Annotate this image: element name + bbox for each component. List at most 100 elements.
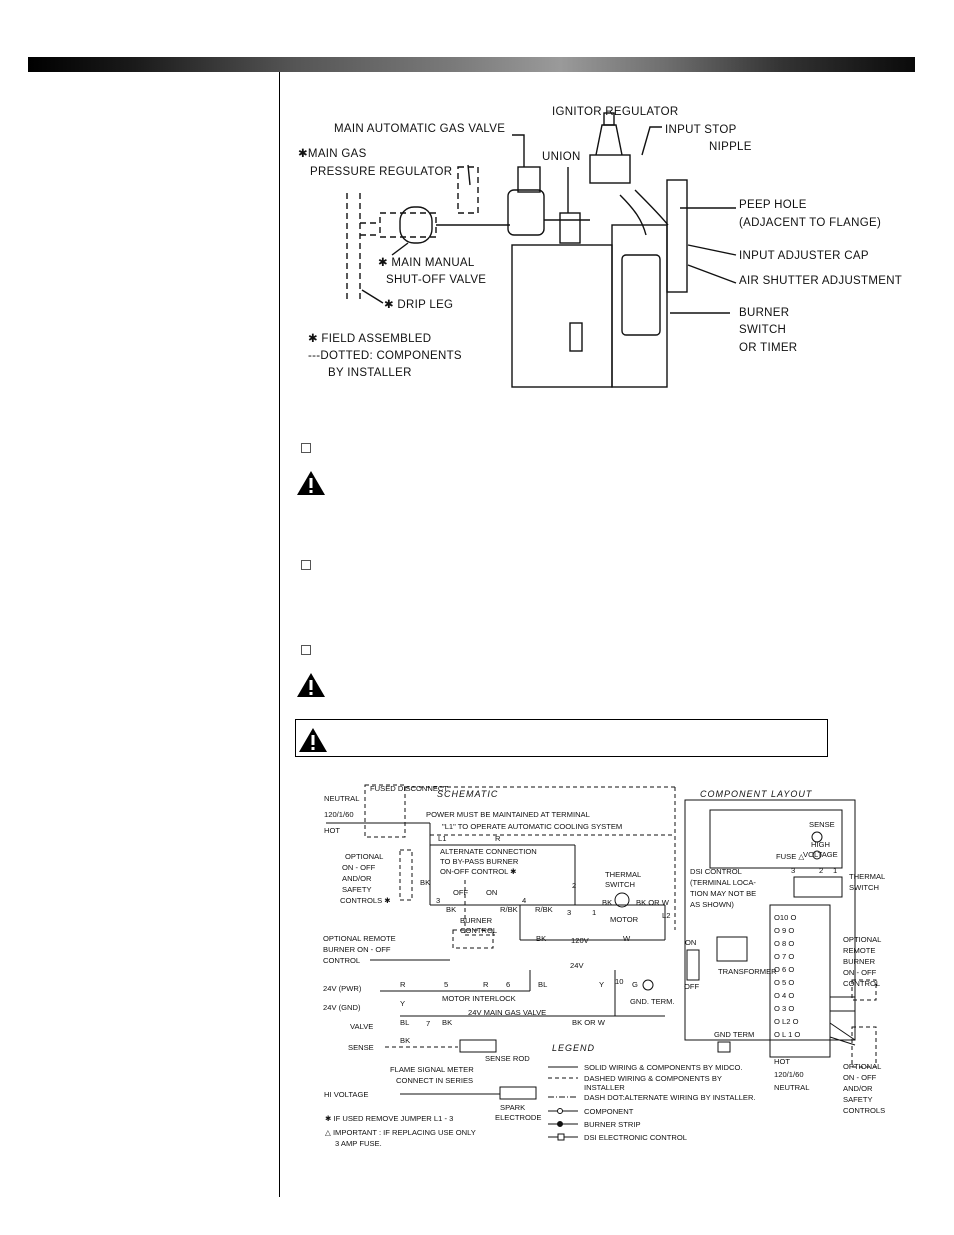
text-alt-3: ON-OFF CONTROL ✱ [440, 867, 517, 876]
burner-housing [511, 244, 613, 388]
label-peep-hole: PEEP HOLE [739, 199, 807, 211]
text-rem-4: ON - OFF [843, 968, 877, 977]
text-24v: 24V [570, 961, 584, 970]
label-peep-hole-note: (ADJACENT TO FLANGE) [739, 217, 881, 229]
warning-icon [297, 471, 325, 495]
label-union: UNION [542, 151, 581, 163]
warning-icon [299, 728, 327, 752]
label-main-manual: ✱ MAIN MANUAL [378, 257, 475, 269]
label-air-shutter-adjustment: AIR SHUTTER ADJUSTMENT [739, 275, 902, 287]
text-bk5: BK [400, 1036, 410, 1045]
label-switch: SWITCH [739, 324, 786, 336]
legend-dsi: DSI ELECTRONIC CONTROL [584, 1133, 687, 1142]
text-sense-rod: SENSE ROD [485, 1054, 530, 1063]
text-bk-v: BK [420, 878, 430, 887]
terminal-label: O 5 O [774, 978, 794, 987]
text-dsi-3: TION MAY NOT BE [690, 889, 756, 898]
text-rem-2: REMOTE [843, 946, 876, 955]
text-opt-4: SAFETY [342, 885, 372, 894]
text-spark-2: ELECTRODE [495, 1113, 541, 1122]
text-neutral: NEUTRAL [324, 794, 359, 803]
legend-dashed-2: INSTALLER [584, 1083, 625, 1092]
label-dotted-components: ---DOTTED: COMPONENTS [308, 350, 462, 362]
component-layout-title: COMPONENT LAYOUT [700, 789, 813, 799]
legend-component: COMPONENT [584, 1107, 634, 1116]
text-t4: 4 [522, 896, 526, 905]
burner-cabinet [611, 224, 668, 388]
text-r2: R [400, 980, 406, 989]
text-layout-thermal-1: THERMAL [849, 872, 885, 881]
text-l1: L1 [438, 834, 446, 843]
schematic-title: SCHEMATIC [437, 789, 498, 799]
text-t7: 7 [426, 1019, 430, 1028]
text-bk4: BK [442, 1018, 452, 1027]
text-note-1: ✱ IF USED REMOVE JUMPER L1 - 3 [325, 1114, 453, 1123]
text-power-note-1: POWER MUST BE MAINTAINED AT TERMINAL [426, 810, 590, 819]
text-t6: 6 [506, 980, 510, 989]
text-opt-2: ON - OFF [342, 863, 376, 872]
terminal-label: O 6 O [774, 965, 794, 974]
checkbox-3[interactable] [301, 645, 311, 655]
terminal-label: O L 1 O [774, 1030, 800, 1039]
text-t1: 1 [592, 908, 596, 917]
label-ignitor-regulator: IGNITOR REGULATOR [552, 106, 679, 118]
text-gnd-term: GND. TERM. [630, 997, 675, 1006]
label-input-adjuster-cap: INPUT ADJUSTER CAP [739, 250, 869, 262]
text-dsi-4: AS SHOWN) [690, 900, 734, 909]
burner-assembly-diagram: IGNITOR REGULATOR MAIN AUTOMATIC GAS VAL… [298, 106, 902, 388]
text-120v: 120V [571, 936, 590, 945]
text-motor-interlock: MOTOR INTERLOCK [442, 994, 516, 1003]
text-note-2: △ IMPORTANT : IF REPLACING USE ONLY [325, 1128, 476, 1137]
text-th1: 1 [833, 866, 837, 875]
label-shut-off-valve: SHUT-OFF VALVE [386, 274, 486, 286]
text-dsi-2: (TERMINAL LOCA- [690, 878, 756, 887]
legend-title: LEGEND [552, 1043, 595, 1053]
text-layout-sense: SENSE [809, 820, 835, 829]
label-main-automatic-gas-valve: MAIN AUTOMATIC GAS VALVE [334, 123, 505, 135]
text-power-note-2: "L1" TO OPERATE AUTOMATIC COOLING SYSTEM [442, 822, 622, 831]
text-layout-gnd-term: GND TERM [714, 1030, 754, 1039]
text-fused-disconnect: FUSED DISCONNECT [370, 784, 448, 793]
text-remote-2: BURNER ON - OFF [323, 945, 391, 954]
text-fuse: FUSE △ [776, 852, 805, 861]
text-fsm-1: FLAME SIGNAL METER [390, 1065, 474, 1074]
label-input-stop-nipple: NIPPLE [709, 141, 752, 153]
text-supply: 120/1/60 [324, 810, 354, 819]
text-rem-5: CONTROL [843, 979, 880, 988]
text-main-gas-valve: 24V MAIN GAS VALVE [468, 1008, 546, 1017]
text-t3b: 3 [567, 908, 571, 917]
text-rem-1: OPTIONAL [843, 935, 881, 944]
terminal-label: O L2 O [774, 1017, 799, 1026]
label-input-stop: INPUT STOP [665, 124, 737, 136]
text-valve: VALVE [350, 1022, 373, 1031]
legend-dashdot: DASH DOT:ALTERNATE WIRING BY INSTALLER. [584, 1093, 756, 1102]
warning-icon [297, 673, 325, 697]
text-alt-2: TO BY-PASS BURNER [440, 857, 519, 866]
text-bl1: BL [538, 980, 547, 989]
text-high-voltage-1: HIGH [811, 840, 830, 849]
text-motor: MOTOR [610, 915, 639, 924]
text-thermal-1: THERMAL [605, 870, 641, 879]
text-dsi-1: DSI CONTROL [690, 867, 742, 876]
text-t10: 10 [615, 977, 623, 986]
legend-burner-strip: BURNER STRIP [584, 1120, 641, 1129]
checkbox-1[interactable] [301, 443, 311, 453]
warning-box [295, 719, 828, 757]
wiring-diagram: SCHEMATIC COMPONENT LAYOUT LEGEND FUSED … [323, 784, 885, 1148]
text-remote-3: CONTROL [323, 956, 360, 965]
text-t5: 5 [444, 980, 448, 989]
text-opt-1: OPTIONAL [345, 852, 383, 861]
checkbox-2[interactable] [301, 560, 311, 570]
text-hot: HOT [324, 826, 340, 835]
text-burner-control-1: BURNER [460, 916, 493, 925]
text-remote-1: OPTIONAL REMOTE [323, 934, 396, 943]
text-burner-control-2: CONTROL [460, 926, 497, 935]
text-opt-layout-5: CONTROLS [843, 1106, 885, 1115]
text-l2: L2 [662, 911, 670, 920]
text-w: W [623, 934, 631, 943]
label-main-gas: ✱MAIN GAS [298, 148, 367, 160]
text-bk3: BK [536, 934, 546, 943]
text-th3: 3 [791, 866, 795, 875]
text-hi-voltage: HI VOLTAGE [324, 1090, 368, 1099]
text-bk1: BK [446, 905, 456, 914]
